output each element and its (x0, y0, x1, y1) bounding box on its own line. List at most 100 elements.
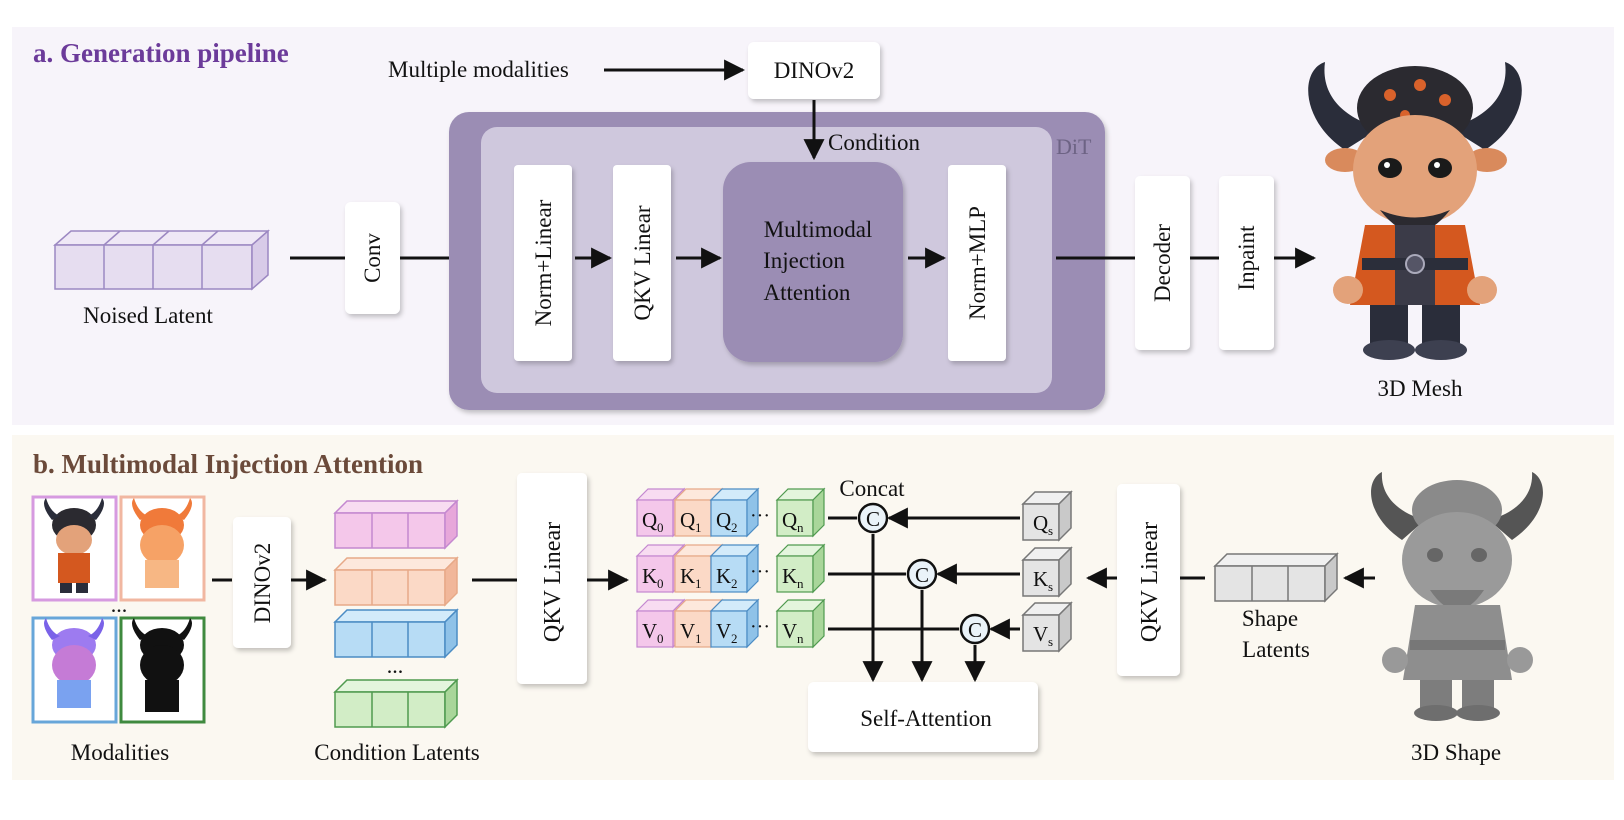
token-q-1-letter: Q (680, 508, 695, 532)
conv-label: Conv (360, 233, 385, 283)
concat-label: Concat (839, 476, 905, 501)
token-k-3-subscript: n (797, 576, 804, 591)
norm-mlp-block (948, 165, 1006, 361)
modality-rgb-image (31, 495, 118, 602)
qkv-linear-block-b-left (517, 473, 587, 684)
token-q-dots: ··· (750, 505, 770, 527)
shape-token-q: Q s (1021, 490, 1073, 542)
concat-symbol-v: C (959, 613, 991, 645)
condition-latent-blue (333, 608, 459, 659)
mia-line3: Attention (764, 280, 851, 305)
qkv-linear-block-a (613, 165, 671, 361)
token-v-3-letter: V (782, 619, 797, 643)
condition-latents-ellipsis: ... (387, 653, 404, 678)
mia-line1: Multimodal (764, 217, 873, 242)
svg-text:V: V (1033, 622, 1048, 646)
token-v-dots: ··· (750, 616, 770, 638)
svg-text:Q: Q (1033, 511, 1048, 535)
dit-label: DiT (1056, 134, 1092, 159)
token-v-2-subscript: 2 (731, 631, 738, 646)
mia-line2: Injection (763, 248, 845, 273)
modalities-label: Modalities (71, 740, 169, 765)
token-v-3-subscript: n (797, 631, 804, 646)
concat-symbol-k: C (906, 558, 938, 590)
modalities-ellipsis: ... (111, 592, 128, 617)
token-q-3-subscript: n (797, 520, 804, 535)
token-k-0-letter: K (642, 564, 657, 588)
shape-label: 3D Shape (1411, 740, 1501, 765)
shape-latent-cubes (1213, 552, 1339, 603)
token-k-2-subscript: 2 (731, 576, 738, 591)
norm-linear-label: Norm+Linear (531, 199, 556, 326)
shape-character-image (1371, 472, 1543, 721)
noised-latent-cubes (53, 229, 270, 291)
dinov2-block-a (748, 42, 880, 99)
token-v-1-letter: V (680, 619, 695, 643)
svg-text:s: s (1048, 523, 1053, 538)
modality-normal-image (31, 616, 118, 724)
modality-edge-image (119, 616, 206, 724)
norm-mlp-label: Norm+MLP (965, 206, 990, 320)
token-k-3-letter: K (782, 564, 797, 588)
svg-text:C: C (866, 507, 880, 531)
token-q-0-subscript: 0 (657, 520, 664, 535)
shape-token-k: K s (1021, 546, 1073, 598)
token-v-2-letter: V (716, 619, 731, 643)
multimodal-injection-attention-block (723, 162, 903, 362)
mesh-label: 3D Mesh (1378, 376, 1463, 401)
mesh-character-image (1308, 62, 1522, 360)
token-q-2-subscript: 2 (731, 520, 738, 535)
condition-latent-peach (333, 556, 459, 607)
token-q-1-subscript: 1 (695, 520, 702, 535)
dinov2-block-b (233, 517, 291, 648)
multiple-modalities-label: Multiple modalities (388, 57, 569, 82)
token-k-0-subscript: 0 (657, 576, 664, 591)
norm-linear-block (514, 165, 572, 361)
condition-label: Condition (828, 130, 921, 155)
condition-latent-green (333, 678, 459, 729)
token-k-1-subscript: 1 (695, 576, 702, 591)
token-k-2-letter: K (716, 564, 731, 588)
condition-latent-pink (333, 499, 459, 550)
panel-b-title: b. Multimodal Injection Attention (33, 449, 423, 479)
self-attention-block (808, 682, 1038, 752)
token-v-0-letter: V (642, 619, 657, 643)
conv-block (345, 202, 400, 314)
decoder-block (1135, 176, 1190, 350)
svg-text:K: K (1033, 567, 1048, 591)
shape-latents-label-2: Latents (1242, 637, 1310, 662)
concat-symbol-q: C (857, 502, 889, 534)
shape-token-v: V s (1021, 601, 1073, 653)
token-k-dots: ··· (750, 561, 770, 583)
token-k-1-letter: K (680, 564, 695, 588)
dinov2-label-b: DINOv2 (250, 543, 275, 624)
token-v-1-subscript: 1 (695, 631, 702, 646)
concat-lines (828, 507, 1020, 683)
inpaint-label: Inpaint (1234, 225, 1259, 291)
qkv-linear-label-b-right: QKV Linear (1137, 522, 1163, 642)
inpaint-block (1219, 176, 1274, 350)
token-v-0-subscript: 0 (657, 631, 664, 646)
self-attention-label: Self-Attention (860, 706, 992, 731)
noised-latent-label: Noised Latent (83, 303, 213, 328)
token-q-0-letter: Q (642, 508, 657, 532)
svg-text:C: C (915, 563, 929, 587)
token-q-2-letter: Q (716, 508, 731, 532)
panel-a-title: a. Generation pipeline (33, 38, 289, 68)
token-q-3-letter: Q (782, 508, 797, 532)
svg-text:C: C (968, 618, 982, 642)
dinov2-label-a: DINOv2 (774, 58, 855, 83)
modality-depth-image (119, 495, 206, 602)
svg-text:s: s (1048, 634, 1053, 649)
shape-latents-label-1: Shape (1242, 606, 1298, 631)
svg-text:s: s (1048, 579, 1053, 594)
qkv-linear-block-b-right (1117, 484, 1180, 676)
